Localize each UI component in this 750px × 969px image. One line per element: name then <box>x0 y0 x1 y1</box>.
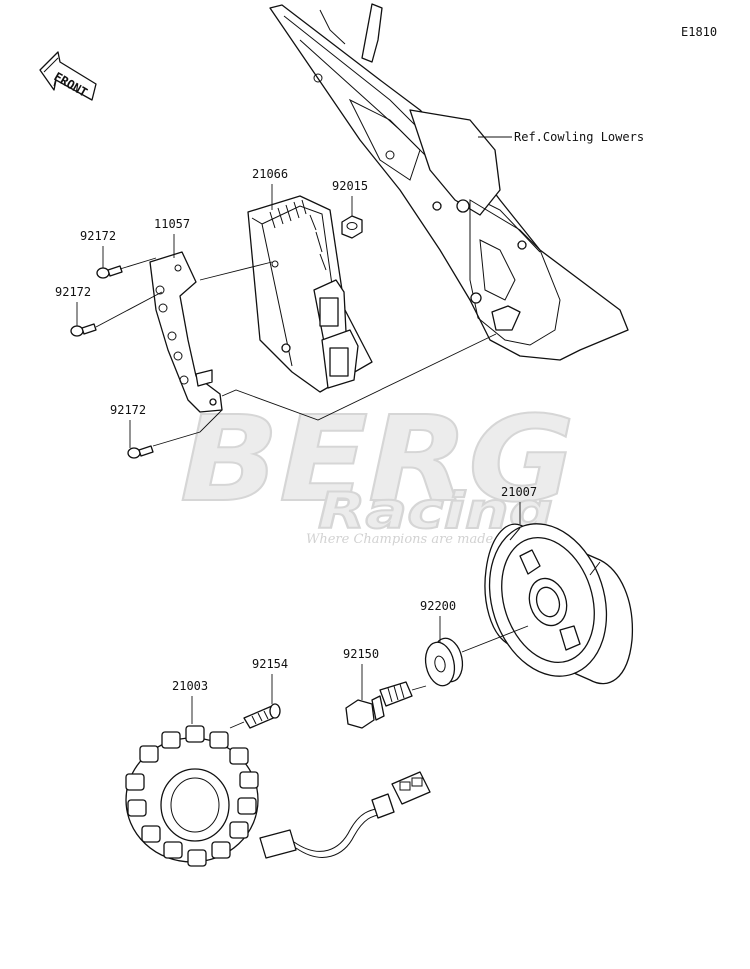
label-92172-a: 92172 <box>80 229 116 243</box>
rotor-21007 <box>484 523 634 685</box>
bolt-92150 <box>345 681 413 729</box>
bracket-11057 <box>149 251 223 413</box>
label-21007: 21007 <box>501 485 537 499</box>
label-92172-b: 92172 <box>55 285 91 299</box>
label-92150: 92150 <box>343 647 379 661</box>
stator-21003 <box>125 725 431 867</box>
stator-coils <box>125 725 259 867</box>
screw-92172-b <box>70 323 97 337</box>
assembly-lines <box>95 257 497 447</box>
label-21003: 21003 <box>172 679 208 693</box>
screw-92172-c <box>127 445 154 459</box>
cowling-frame <box>269 3 629 361</box>
watermark-brand: BERG <box>180 390 575 528</box>
front-arrow-icon: FRONT <box>39 51 97 101</box>
diagram-code: E1810 <box>681 25 717 39</box>
nut-92015 <box>341 215 363 239</box>
label-92200: 92200 <box>420 599 456 613</box>
watermark: BERG Racing Where Champions are made <box>179 389 576 547</box>
washer-92200 <box>424 637 464 687</box>
label-92172-c: 92172 <box>110 403 146 417</box>
reference-note: Ref.Cowling Lowers <box>514 130 644 144</box>
regulator-21066 <box>247 195 373 393</box>
bolt-92154 <box>243 703 281 729</box>
label-11057: 11057 <box>154 217 190 231</box>
screw-92172-a <box>96 265 123 279</box>
label-21066: 21066 <box>252 167 288 181</box>
label-92015: 92015 <box>332 179 368 193</box>
label-92154: 92154 <box>252 657 288 671</box>
watermark-tagline: Where Champions are made <box>306 532 494 547</box>
